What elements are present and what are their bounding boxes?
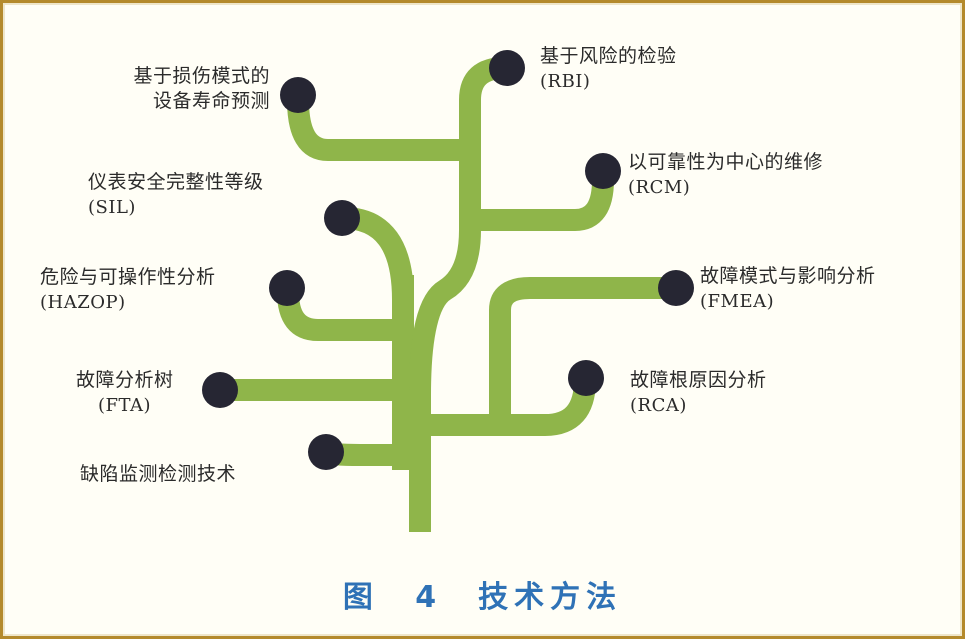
node-rbi xyxy=(489,50,525,86)
label-hazop-name: 危险与可操作性分析 xyxy=(40,266,216,288)
label-rcm-abbr: (RCM) xyxy=(628,177,691,198)
branch-fmea xyxy=(489,277,675,425)
label-sil-name: 仪表安全完整性等级 xyxy=(88,171,264,193)
label-fta: 故障分析树 (FTA) xyxy=(76,368,174,418)
label-rca-abbr: (RCA) xyxy=(630,395,687,416)
label-defect-name: 缺陷监测检测技术 xyxy=(80,463,237,485)
label-sil: 仪表安全完整性等级 (SIL) xyxy=(88,170,264,220)
label-rca-name: 故障根原因分析 xyxy=(630,369,767,391)
label-sil-abbr: (SIL) xyxy=(88,197,136,218)
label-fmea-abbr: (FMEA) xyxy=(700,291,775,312)
node-damage xyxy=(280,77,316,113)
node-fta xyxy=(202,372,238,408)
label-rbi-name: 基于风险的检验 xyxy=(540,45,677,67)
label-defect: 缺陷监测检测技术 xyxy=(80,462,236,487)
label-fmea-name: 故障模式与影响分析 xyxy=(700,265,876,287)
node-defect xyxy=(308,434,344,470)
label-fta-abbr: (FTA) xyxy=(98,395,152,416)
branch-rcm xyxy=(470,179,614,231)
node-rcm xyxy=(585,153,621,189)
branch-damage xyxy=(287,99,470,161)
label-rbi-abbr: (RBI) xyxy=(540,71,591,92)
branch-hazop xyxy=(277,291,403,341)
node-rca xyxy=(568,360,604,396)
node-fmea xyxy=(658,270,694,306)
label-rcm-name: 以可靠性为中心的维修 xyxy=(628,151,824,173)
label-hazop: 危险与可操作性分析 (HAZOP) xyxy=(40,265,216,315)
label-rca: 故障根原因分析 (RCA) xyxy=(630,368,767,418)
label-damage-prediction: 基于损伤模式的 设备寿命预测 xyxy=(60,64,270,114)
node-hazop xyxy=(269,270,305,306)
label-damage-line2: 设备寿命预测 xyxy=(152,90,270,112)
label-rcm: 以可靠性为中心的维修 (RCM) xyxy=(628,150,823,200)
figure-caption: 图 4 技术方法 xyxy=(342,580,623,615)
label-hazop-abbr: (HAZOP) xyxy=(40,292,126,313)
label-damage-line1: 基于损伤模式的 xyxy=(133,65,270,87)
label-fta-name: 故障分析树 xyxy=(76,369,174,391)
node-sil xyxy=(324,200,360,236)
label-fmea: 故障模式与影响分析 (FMEA) xyxy=(700,264,876,314)
label-rbi: 基于风险的检验 (RBI) xyxy=(540,44,677,94)
branch-rbi xyxy=(409,57,506,396)
